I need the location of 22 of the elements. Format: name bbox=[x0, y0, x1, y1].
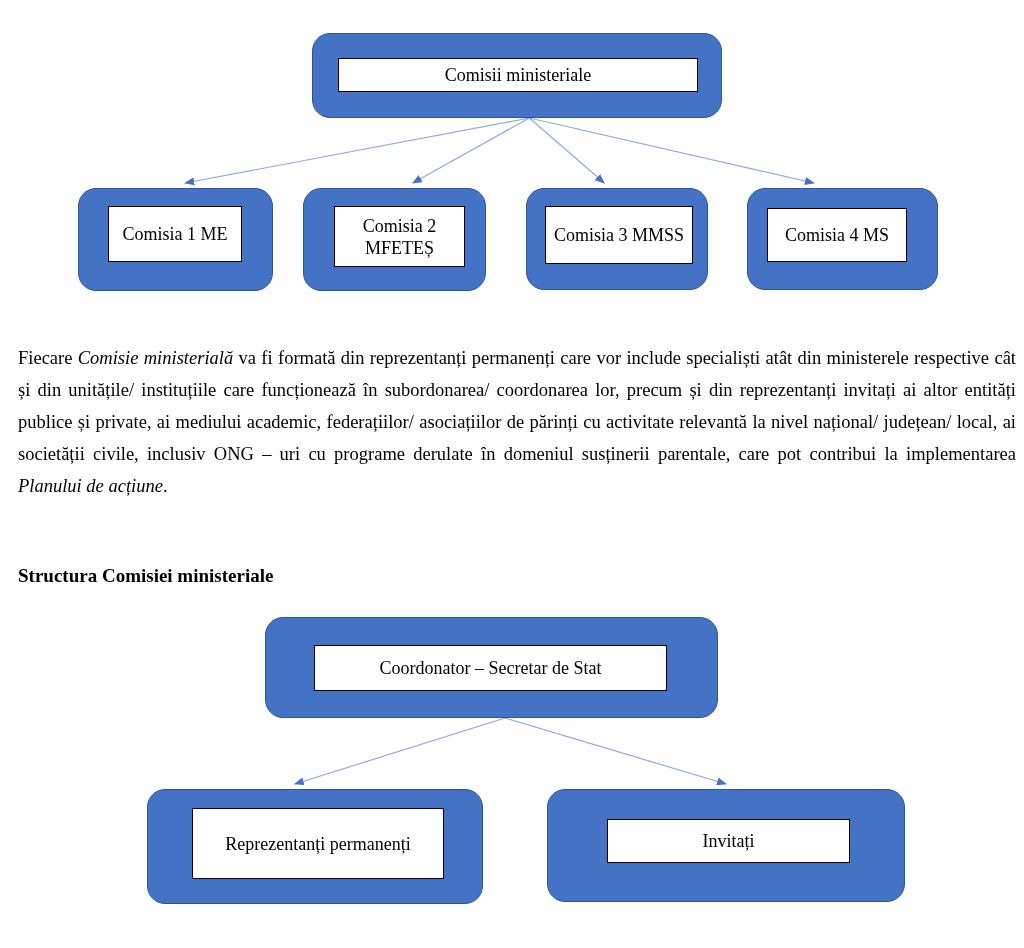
org-box bbox=[547, 789, 905, 902]
label-box: Reprezentanți permanenți bbox=[192, 808, 444, 879]
paragraph: Fiecare Comisie ministerială va fi formată din reprezentanți permanenți care vor include specialiști atât din ministerele respective cât și din unitățile/ instituțiile care funcționează în subordonarea/ coordonarea lor, precum și din reprezentanți invitați ai altor entități publice și private, ai mediului academic, federațiilor/ asociațiilor de părinți cu activitate relevantă la nivel național/ județean/ local, ai societății civile, inclusiv ONG – uri cu programe derulate în domeniul susținerii parentale, care pot contribui la implementarea Planului de acțiune. bbox=[18, 347, 1016, 498]
org-box bbox=[303, 188, 486, 291]
org-box bbox=[312, 33, 722, 118]
label-box: Invitați bbox=[607, 819, 850, 863]
label-box: Comisia 3 MMSS bbox=[545, 206, 693, 264]
org-box bbox=[747, 188, 938, 290]
arrow bbox=[528, 117, 605, 184]
org-box bbox=[265, 617, 718, 718]
label-box: Comisia 2 MFETEȘ bbox=[334, 206, 465, 267]
arrow bbox=[293, 717, 506, 786]
arrow bbox=[504, 717, 727, 786]
org-box bbox=[78, 188, 273, 291]
label-box: Comisii ministeriale bbox=[338, 58, 698, 92]
section-heading: Structura Comisiei ministeriale bbox=[18, 564, 274, 588]
label-box: Comisia 1 ME bbox=[108, 206, 242, 262]
org-box bbox=[526, 188, 708, 290]
arrow bbox=[411, 117, 530, 184]
label-box: Coordonator – Secretar de Stat bbox=[314, 645, 667, 691]
org-box bbox=[147, 789, 483, 904]
label-box: Comisia 4 MS bbox=[767, 208, 907, 262]
